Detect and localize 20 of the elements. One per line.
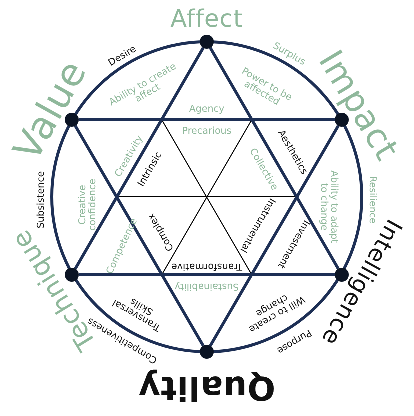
- segment-label: Creative confidence: [78, 178, 100, 232]
- vertex-dot: [65, 268, 79, 282]
- connector-line: [79, 274, 335, 276]
- segment-label: Subsistence: [36, 171, 48, 229]
- connector-line: [209, 125, 340, 347]
- vertex-dot: [65, 113, 79, 127]
- segment-label: Agency: [189, 104, 225, 116]
- vertex-dot: [335, 268, 349, 282]
- vertex-label: Quality: [138, 370, 276, 406]
- connector-line: [74, 47, 205, 270]
- vertex-dot: [335, 113, 349, 127]
- connector-line: [209, 47, 340, 270]
- vertex-dot: [200, 345, 214, 359]
- connector-line: [74, 125, 205, 347]
- vertex-label: Affect: [170, 6, 244, 32]
- connector-line: [79, 118, 335, 122]
- segment-label: Transformative: [172, 260, 242, 272]
- vertex-dot: [200, 35, 214, 49]
- segment-label: Precarious: [182, 126, 232, 138]
- segment-label: Sustainability: [174, 280, 240, 292]
